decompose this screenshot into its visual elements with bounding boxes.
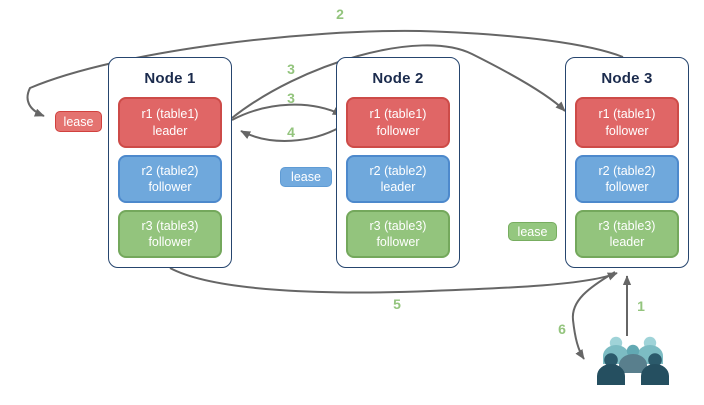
replica-name: r2 (table2) [598, 163, 656, 178]
arrow-step-5 [169, 267, 618, 294]
node-3-replica-r2: r2 (table2) follower [575, 155, 679, 203]
step-label-1: 1 [637, 298, 645, 314]
replica-role: follower [376, 235, 420, 249]
replica-role: leader [609, 235, 645, 249]
replica-role: follower [148, 180, 192, 194]
node-1: Node 1 r1 (table1) leader r2 (table2) fo… [108, 57, 232, 268]
lease-chip-green: lease [508, 222, 557, 241]
replica-name: r2 (table2) [141, 163, 199, 178]
node-2-replica-r3: r3 (table3) follower [346, 210, 450, 258]
step-label-6: 6 [558, 321, 566, 337]
arrow-step-6 [571, 271, 616, 360]
replica-role: follower [376, 123, 420, 138]
replica-name: r1 (table1) [141, 107, 199, 122]
arrow-step-4-to-node1 [240, 124, 345, 142]
replica-name: r3 (table3) [598, 218, 656, 233]
node-3-replica-r3: r3 (table3) leader [575, 210, 679, 258]
node-2-replica-r2: r2 (table2) leader [346, 155, 450, 203]
arrow-step-3-to-node2 [231, 103, 343, 121]
node-3: Node 3 r1 (table1) follower r2 (table2) … [565, 57, 689, 268]
users-group-icon [597, 336, 669, 385]
node-1-replica-r1: r1 (table1) leader [118, 97, 222, 148]
replica-name: r3 (table3) [141, 218, 199, 233]
node-3-title: Node 3 [601, 70, 653, 87]
replica-name: r3 (table3) [369, 218, 427, 233]
node-2-title: Node 2 [372, 70, 424, 87]
lease-label: lease [63, 114, 94, 129]
step-label-4: 4 [287, 124, 295, 140]
step-label-3b: 3 [287, 90, 295, 106]
step-label-2: 2 [336, 6, 344, 22]
replica-role: follower [148, 235, 192, 249]
step-label-3a: 3 [287, 61, 295, 77]
node-1-replica-r3: r3 (table3) follower [118, 210, 222, 258]
arrow-step-3-to-node3 [231, 44, 566, 119]
arrow-step-2 [26, 29, 624, 117]
replica-role: follower [605, 180, 649, 194]
replica-role: leader [380, 180, 416, 194]
replica-name: r1 (table1) [598, 107, 656, 122]
replica-name: r2 (table2) [369, 163, 427, 178]
lease-chip-blue: lease [280, 167, 332, 187]
replica-role: follower [605, 123, 649, 138]
node-2-replica-r1: r1 (table1) follower [346, 97, 450, 148]
node-3-replica-r1: r1 (table1) follower [575, 97, 679, 148]
replica-role: leader [152, 123, 188, 138]
node-2: Node 2 r1 (table1) follower r2 (table2) … [336, 57, 460, 268]
lease-chip-red: lease [55, 111, 102, 132]
lease-label: lease [291, 170, 321, 184]
replica-name: r1 (table1) [369, 107, 427, 122]
lease-label: lease [517, 224, 548, 239]
step-label-5: 5 [393, 296, 401, 312]
node-1-replica-r2: r2 (table2) follower [118, 155, 222, 203]
node-1-title: Node 1 [144, 70, 196, 87]
